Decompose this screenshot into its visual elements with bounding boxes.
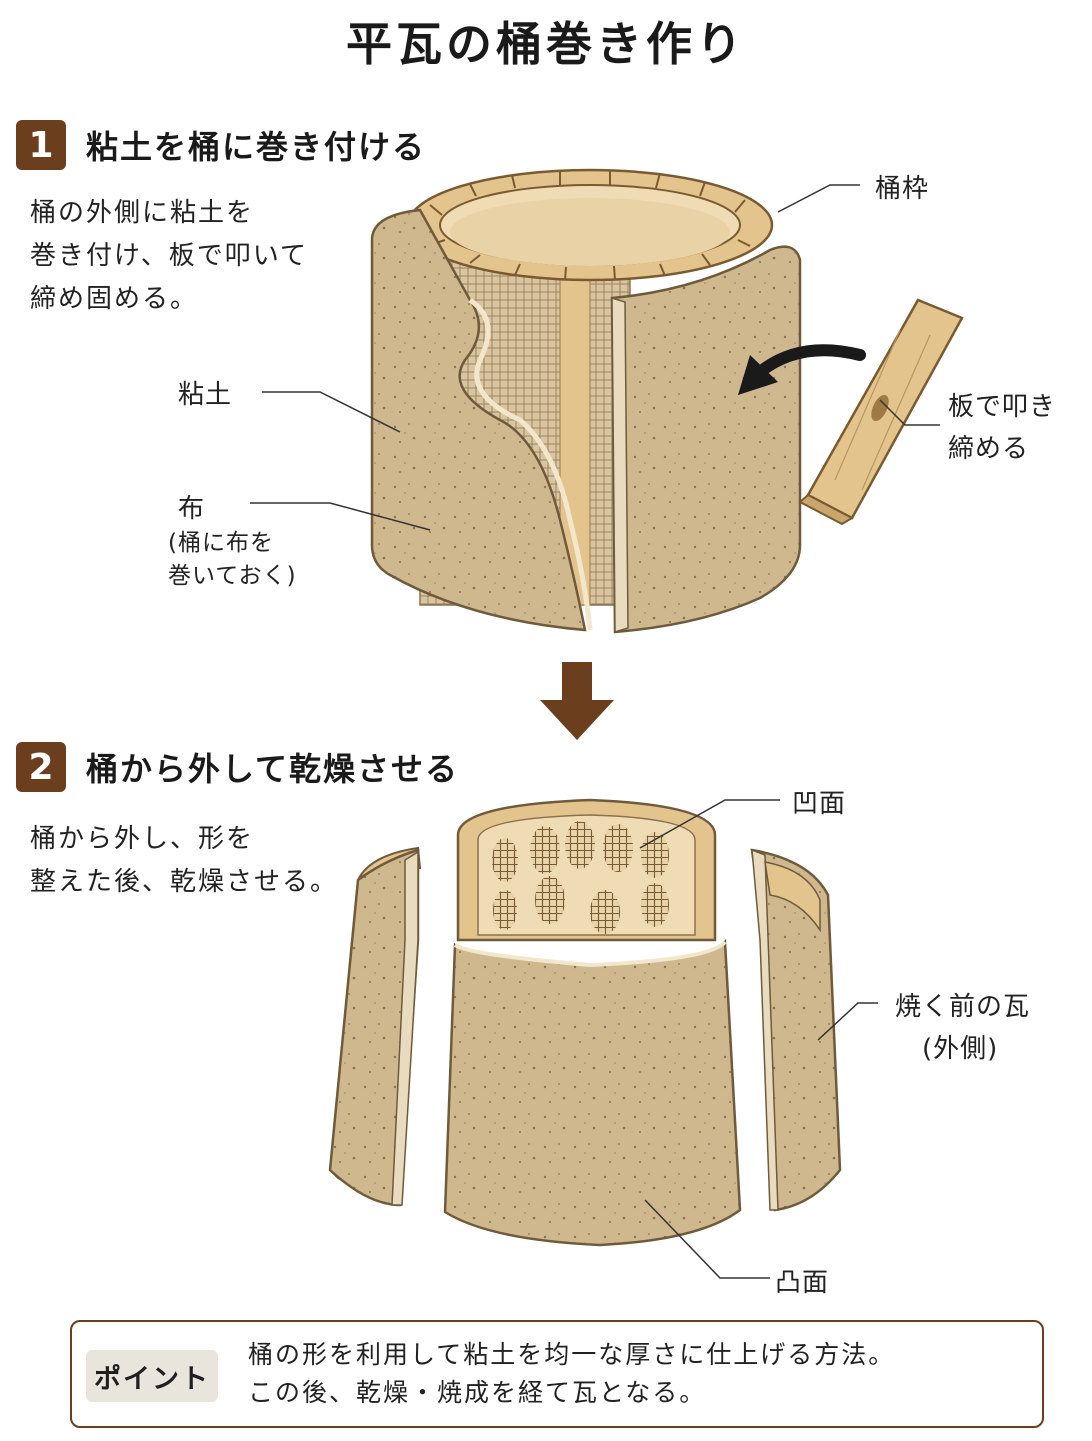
center-tile <box>445 800 740 1245</box>
label-paddle-line: 締める <box>948 428 1056 470</box>
label-paddle-line: 板で叩き <box>948 386 1056 428</box>
label-cloth-note-line: (桶に布を <box>168 527 297 560</box>
label-unfired-tile: 焼く前の瓦 <box>895 986 1030 1023</box>
clay-right-panel <box>612 247 800 632</box>
down-arrow <box>540 662 614 740</box>
point-line: この後、乾燥・焼成を経て瓦となる。 <box>248 1374 895 1412</box>
label-unfired-tile-note: (外側) <box>922 1028 998 1065</box>
point-text: 桶の形を利用して粘土を均一な厚さに仕上げる方法。 この後、乾燥・焼成を経て瓦とな… <box>248 1336 895 1412</box>
label-cloth: 布 <box>178 488 205 525</box>
label-cloth-note: (桶に布を 巻いておく) <box>168 527 297 593</box>
label-paddle: 板で叩き 締める <box>948 386 1056 470</box>
clay-panel-edge <box>612 298 628 632</box>
right-tile <box>752 850 840 1210</box>
point-box: ポイント 桶の形を利用して粘土を均一な厚さに仕上げる方法。 この後、乾燥・焼成を… <box>70 1320 1044 1428</box>
label-concave: 凹面 <box>792 783 846 820</box>
label-cloth-note-line: 巻いておく) <box>168 560 297 593</box>
point-badge: ポイント <box>86 1350 218 1402</box>
bucket-with-clay <box>372 170 800 632</box>
label-bucket-frame: 桶枠 <box>875 168 929 205</box>
label-convex: 凸面 <box>775 1262 829 1299</box>
wooden-paddle <box>800 300 962 524</box>
label-clay: 粘土 <box>178 374 232 411</box>
bucket-frame-bottom <box>450 198 730 266</box>
convex-surface <box>445 942 740 1245</box>
point-line: 桶の形を利用して粘土を均一な厚さに仕上げる方法。 <box>248 1336 895 1374</box>
left-tile <box>330 848 420 1205</box>
